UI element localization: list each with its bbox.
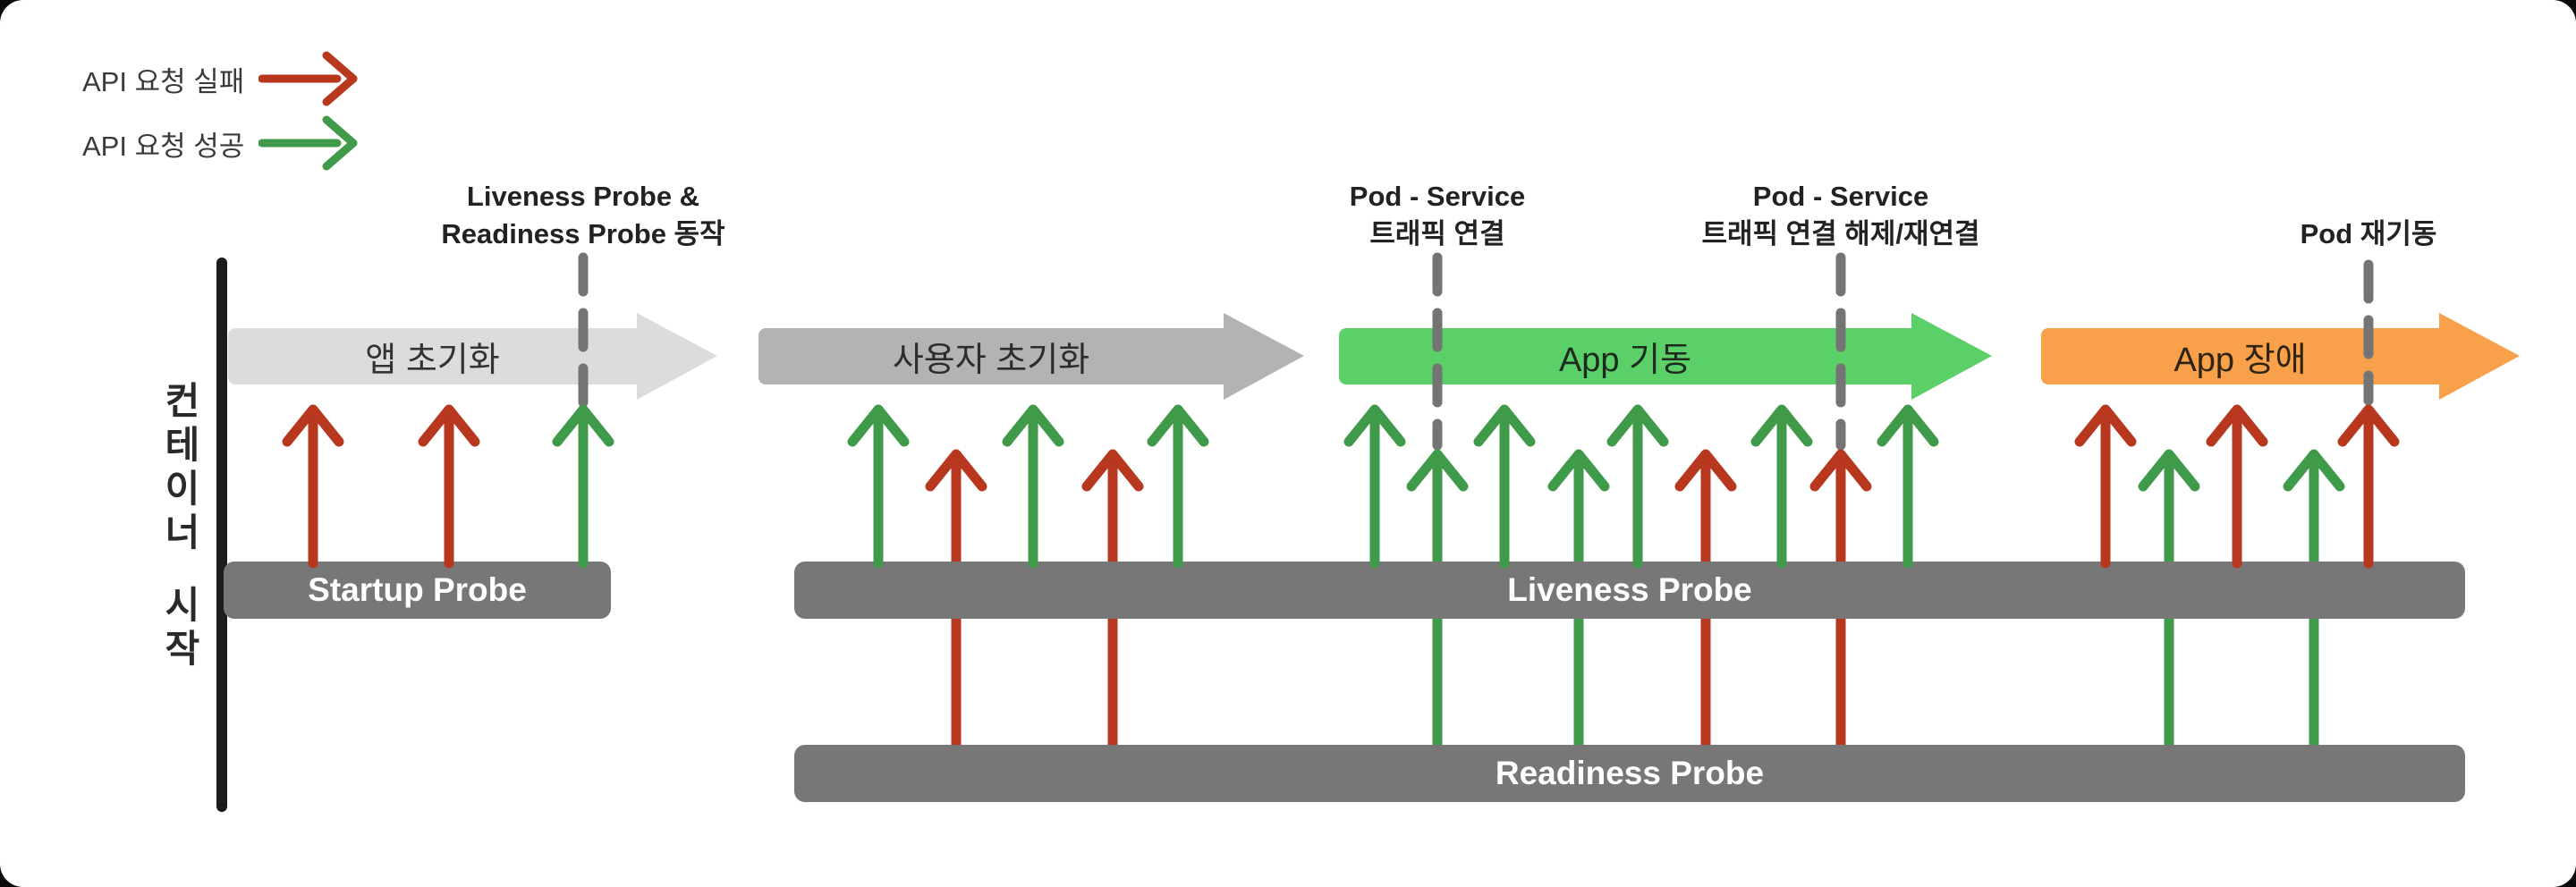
phase-label-user-init: 사용자 초기화 [892,342,1090,379]
api-request-arrow-success [847,404,910,569]
probe-bar-startup: Startup Probe [224,562,611,619]
phase-band-app-init: 앱 초기화 [228,328,637,384]
phase-arrowhead-app-failure [2439,313,2520,400]
marker-label-2: Pod - Service 트래픽 연결 [1350,178,1525,253]
probe-label-liveness: Liveness Probe [1507,571,1752,608]
marker-label-line: Pod - Service [1349,181,1526,212]
phase-arrowhead-app-running [1911,313,1992,400]
phase-label-app-running: App 기동 [1558,342,1692,379]
axis-label-start: 시 작 [165,584,200,670]
legend-item-fail: API 요청 실패 [82,51,362,106]
api-request-arrow-success [1147,404,1209,569]
probe-label-startup: Startup Probe [308,571,527,608]
phase-arrowhead-app-init [637,313,717,400]
api-request-arrow-fail [418,404,480,569]
container-start-axis-line [216,258,227,812]
api-request-arrow-fail [282,404,344,569]
phase-band-user-init: 사용자 초기화 [758,328,1224,384]
marker-label-line: Readiness Probe 동작 [441,218,725,249]
probe-label-readiness: Readiness Probe [1495,755,1765,791]
marker-label-line: Pod - Service [1752,181,1929,212]
marker-label-line: Liveness Probe & [466,181,700,212]
marker-label-line: 트래픽 연결 해제/재연결 [1701,218,1980,249]
legend-fail-label: API 요청 실패 [82,65,245,97]
marker-label-3: Pod - Service 트래픽 연결 해제/재연결 [1701,178,1979,253]
phase-label-app-failure: App 장애 [2174,342,2307,379]
legend-fail-arrow-icon [258,51,358,106]
marker-label-4: Pod 재기동 [2301,215,2437,253]
api-request-arrow-success [1343,404,1406,569]
legend-success-label: API 요청 성공 [82,130,245,162]
axis-label-container: 컨 테 이 너 [165,380,200,553]
api-request-arrow-success [1002,404,1064,569]
phase-arrowhead-user-init [1224,313,1304,400]
api-request-arrow-fail [2337,404,2400,569]
marker-label-line: 트래픽 연결 [1369,218,1505,249]
probe-bar-liveness: Liveness Probe [794,562,2465,619]
api-request-arrow-fail [2206,404,2268,569]
marker-label-1: Liveness Probe & Readiness Probe 동작 [441,178,724,253]
api-request-arrow-success [552,404,614,569]
api-request-arrow-fail [2074,404,2137,569]
phase-label-app-init: 앱 초기화 [365,342,500,379]
api-request-arrow-success [1877,404,1939,569]
legend-success-arrow-icon [258,115,358,171]
legend-item-success: API 요청 성공 [82,115,362,171]
api-request-arrow-success [1750,404,1813,569]
marker-label-line: Pod 재기동 [2300,218,2437,249]
api-request-arrow-success [1606,404,1669,569]
api-request-arrow-success [1473,404,1536,569]
probe-bar-readiness: Readiness Probe [794,745,2465,802]
